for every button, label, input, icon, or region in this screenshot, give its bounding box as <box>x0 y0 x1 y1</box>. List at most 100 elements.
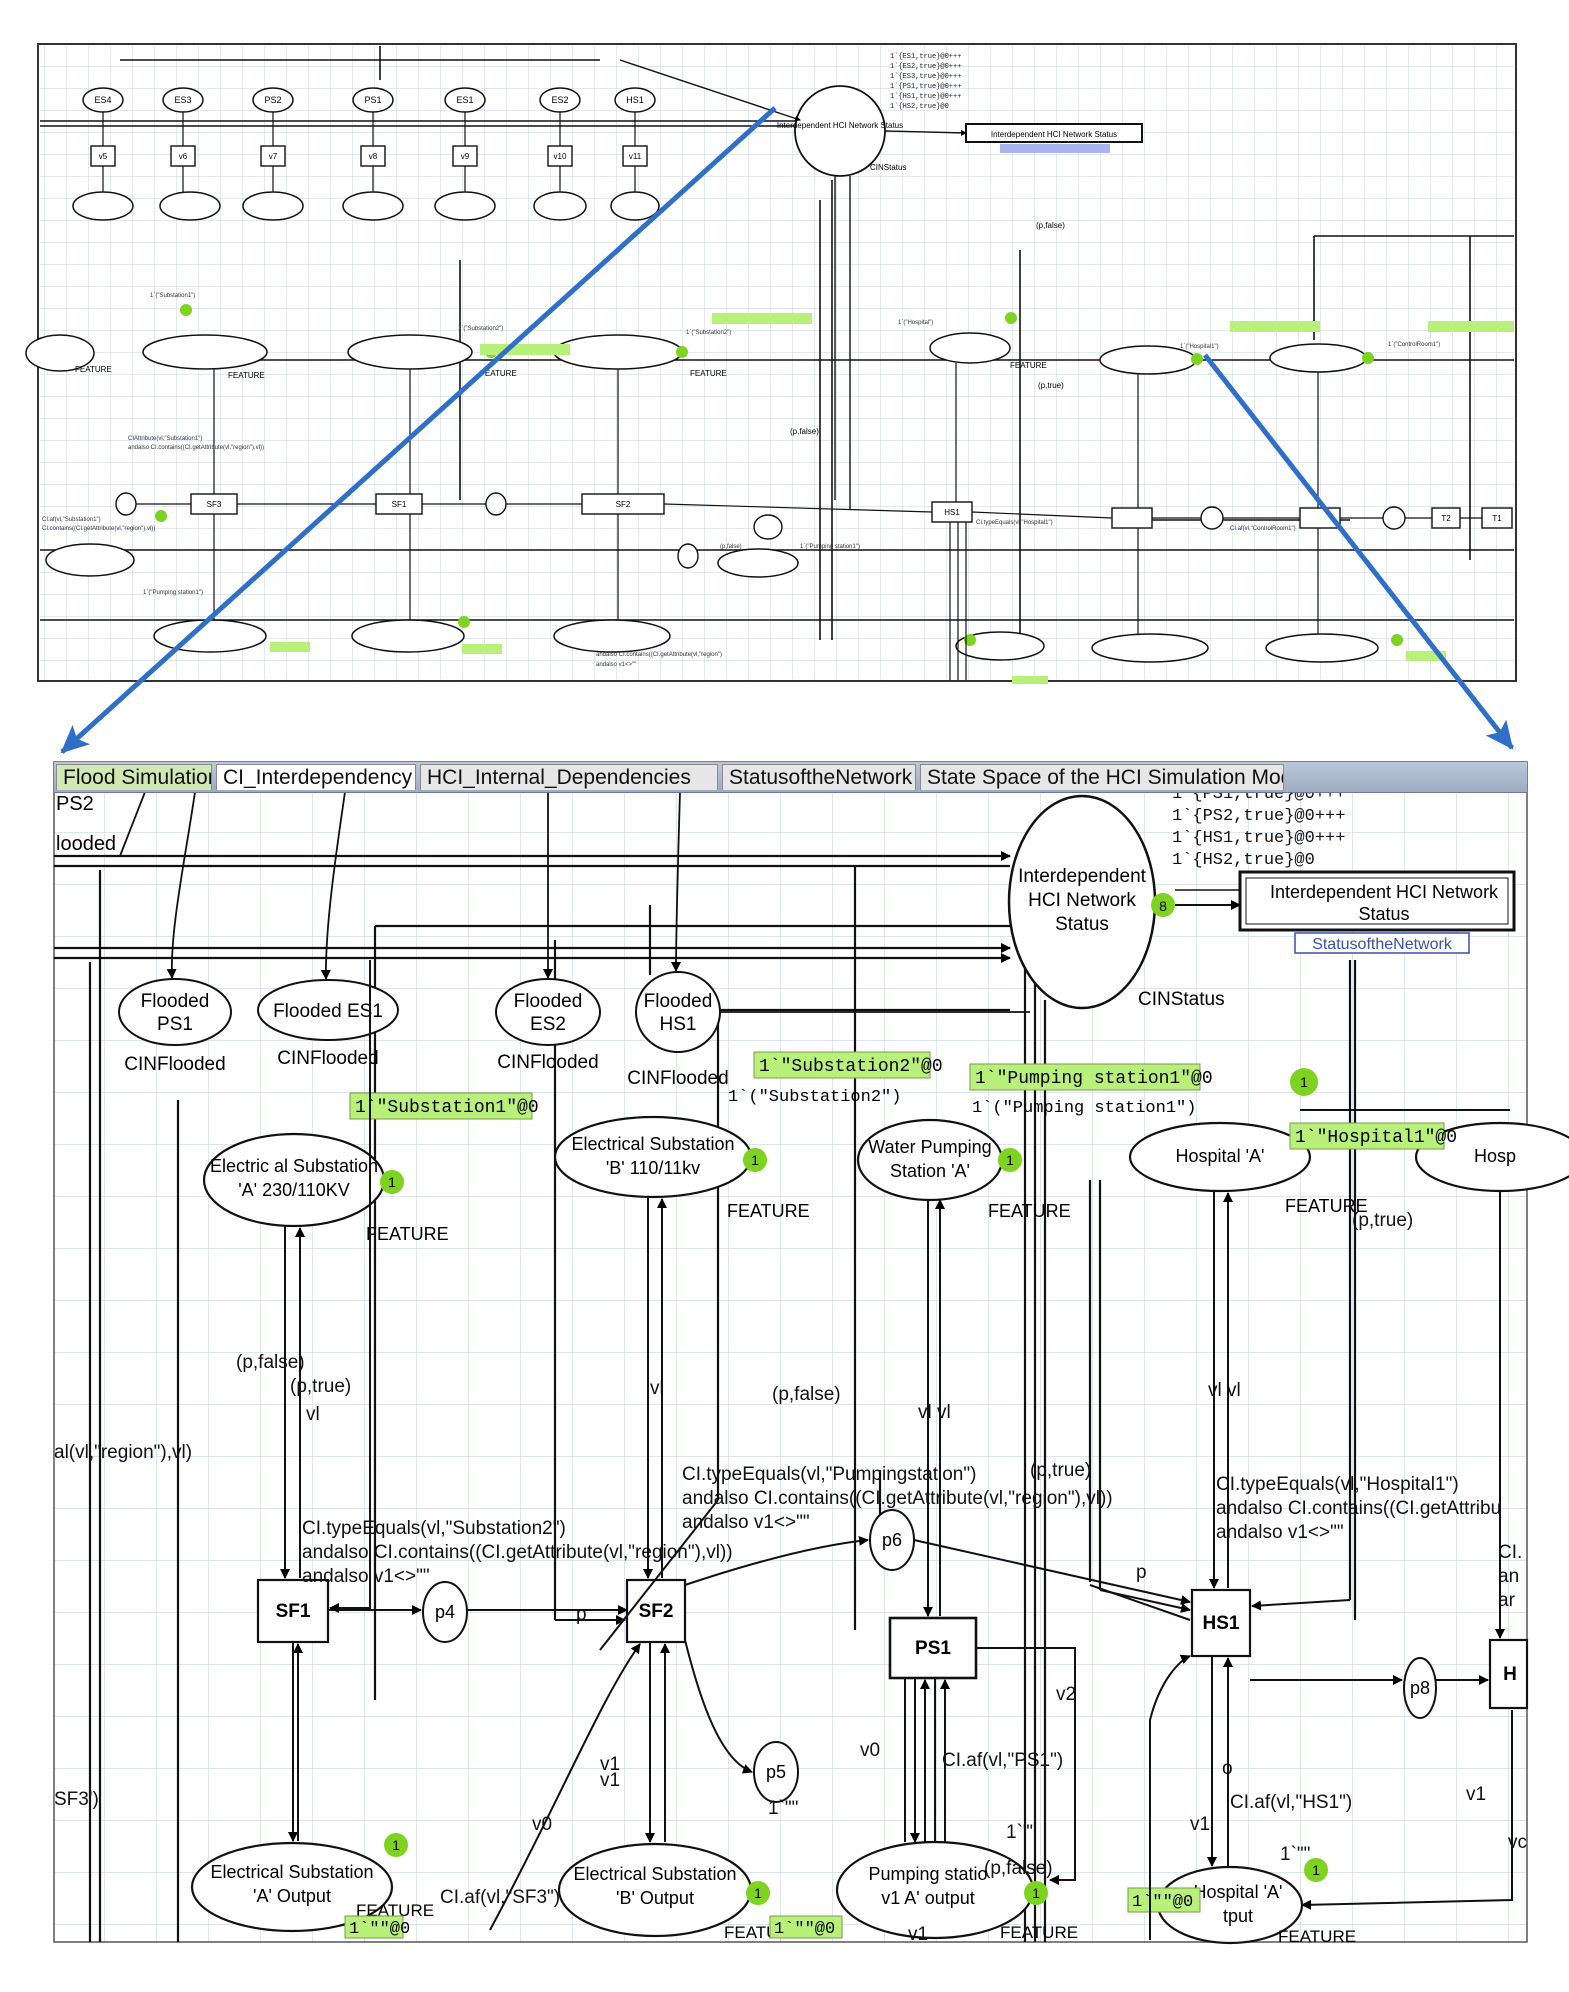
svg-text:CI.af(vl,"HS1"): CI.af(vl,"HS1") <box>1230 1792 1352 1813</box>
svg-text:FEATURE: FEATURE <box>1278 1927 1356 1946</box>
svg-text:1`{PS1,true}@0+++: 1`{PS1,true}@0+++ <box>890 83 961 91</box>
svg-text:FEATURE: FEATURE <box>690 369 727 378</box>
place-p4[interactable] <box>422 1581 468 1643</box>
svg-text:(p,true): (p,true) <box>1352 1210 1413 1231</box>
overview-transition-label: v8 <box>369 152 378 161</box>
svg-text:Electrical Substation: Electrical Substation <box>571 1134 734 1154</box>
svg-text:CI.typeEquals(vl,"Pumpingstati: CI.typeEquals(vl,"Pumpingstation") <box>682 1464 976 1485</box>
ci-places: Electric al Substation 'A' 230/110KV Ele… <box>202 1051 1569 1244</box>
svg-text:1`("Pumping station1"): 1`("Pumping station1") <box>972 1099 1196 1118</box>
svg-text:FEATU: FEATU <box>724 1923 778 1942</box>
svg-text:H: H <box>1503 1664 1517 1685</box>
svg-text:'B' Output: 'B' Output <box>616 1888 694 1908</box>
svg-text:(p,true): (p,true) <box>290 1376 351 1397</box>
overview-transition-label: v5 <box>99 152 108 161</box>
svg-text:p8: p8 <box>1410 1678 1430 1698</box>
transition-sf1[interactable] <box>256 1578 330 1644</box>
svg-text:1`{ES2,true}@0+++: 1`{ES2,true}@0+++ <box>890 63 961 71</box>
transition-right[interactable] <box>1488 1638 1529 1710</box>
svg-text:CIAttribute(vl,"Substation1"): CIAttribute(vl,"Substation1") <box>128 436 202 442</box>
hospital-a-place[interactable] <box>1128 1121 1312 1193</box>
overview-status-place: Interdependent HCI Network Status CINSta… <box>619 53 1143 510</box>
svg-text:v1: v1 <box>1190 1814 1210 1835</box>
svg-text:HS1: HS1 <box>1203 1613 1240 1634</box>
overview-place-label: ES4 <box>94 95 111 105</box>
svg-text:FEATURE: FEATURE <box>1000 1923 1078 1942</box>
svg-text:1`"Substation1"@0: 1`"Substation1"@0 <box>355 1098 539 1118</box>
place-p8[interactable] <box>1403 1657 1437 1719</box>
overview-transition-label: v10 <box>554 152 567 161</box>
svg-text:CI.typeEquals(vl,"Hospital1"): CI.typeEquals(vl,"Hospital1") <box>1216 1474 1459 1495</box>
svg-text:andalso v1<>"": andalso v1<>"" <box>682 1512 810 1533</box>
svg-text:1`"": 1`"" <box>1280 1844 1310 1865</box>
svg-text:vl: vl <box>306 1404 320 1425</box>
svg-text:Interdependent: Interdependent <box>1018 866 1147 887</box>
svg-text:CI.typeEquals(vl,"Substation2": CI.typeEquals(vl,"Substation2") <box>302 1518 566 1539</box>
svg-text:Hospital 'A': Hospital 'A' <box>1176 1146 1265 1166</box>
svg-text:CINStatus: CINStatus <box>870 163 906 172</box>
svg-text:1`{HS2,true}@0: 1`{HS2,true}@0 <box>1172 851 1315 870</box>
svg-text:andalso v1<>"": andalso v1<>"" <box>302 1566 430 1587</box>
svg-text:SF2: SF2 <box>616 500 631 509</box>
svg-text:1`"": 1`"" <box>1006 1822 1036 1843</box>
flooded-es1-place[interactable] <box>257 979 399 1041</box>
token-count: 1 <box>388 1174 396 1190</box>
water-pumping-station-place[interactable] <box>856 1118 1004 1202</box>
svg-text:Status: Status <box>1358 904 1409 924</box>
overview-transition-label: v6 <box>179 152 188 161</box>
status-box[interactable]: Interdependent HCI Network Status Status… <box>1175 870 1516 954</box>
svg-text:Flooded: Flooded <box>514 991 583 1012</box>
svg-text:1`("Pumping station1"): 1`("Pumping station1") <box>143 590 203 596</box>
svg-text:andalso CI.contains((CI.getAtt: andalso CI.contains((CI.getAttribute(vl,… <box>128 445 264 451</box>
svg-text:al(vl,"region"),vl): al(vl,"region"),vl) <box>54 1442 192 1463</box>
token-count: 1 <box>754 1885 762 1901</box>
svg-text:Interdependent HCI Network: Interdependent HCI Network <box>1270 882 1499 902</box>
svg-text:1`{PS2,true}@0+++: 1`{PS2,true}@0+++ <box>1172 807 1345 826</box>
tab-status-of-the-network[interactable]: StatusoftheNetwork <box>722 764 916 790</box>
svg-text:p6: p6 <box>882 1530 902 1550</box>
tab-flood-simulation[interactable]: Flood Simulation <box>56 764 212 790</box>
svg-text:Interdependent HCI Network Sta: Interdependent HCI Network Status <box>991 130 1117 139</box>
fusion-tag: StatusoftheNetwork <box>1312 936 1453 953</box>
flooded-ps1-place[interactable] <box>118 978 232 1046</box>
svg-text:1`"Pumping station1"@0: 1`"Pumping station1"@0 <box>975 1069 1213 1089</box>
transitions: SF1 SF2 PS1 HS1 H <box>256 1578 1529 1710</box>
svg-text:Water Pumping: Water Pumping <box>868 1137 991 1157</box>
svg-text:andalso CI.contains((CI.getAtt: andalso CI.contains((CI.getAttribute(vl,… <box>682 1488 1113 1509</box>
svg-text:Hosp: Hosp <box>1474 1146 1516 1166</box>
svg-text:an: an <box>1498 1566 1519 1587</box>
token-count: 1 <box>751 1152 759 1168</box>
tab-hci-internal-dependencies[interactable]: HCI_Internal_Dependencies <box>420 764 718 790</box>
overview-place-label: ES2 <box>551 95 568 105</box>
svg-text:CINFlooded: CINFlooded <box>497 1052 598 1073</box>
svg-text:CI.contains((CI.getAttribute(v: CI.contains((CI.getAttribute(vl,"region"… <box>42 526 155 532</box>
overview-ci-places: FEATURE FEATURE FEATURE FEATURE FEATURE … <box>25 221 1514 684</box>
svg-text:p: p <box>1136 1562 1147 1583</box>
transition-ps1[interactable] <box>888 1616 978 1680</box>
svg-text:p: p <box>576 1604 587 1625</box>
svg-text:1`""@0: 1`""@0 <box>349 1920 410 1939</box>
svg-text:vl vl: vl vl <box>1208 1380 1241 1401</box>
overview-transition-label: v11 <box>629 152 642 161</box>
flooded-hs1-place[interactable] <box>635 971 721 1053</box>
svg-text:CI.typeEquals(vl,"Hospital1"): CI.typeEquals(vl,"Hospital1") <box>976 520 1053 526</box>
substation-a-output-place[interactable] <box>190 1841 394 1933</box>
tab-state-space[interactable]: State Space of the HCI Simulation Model <box>920 764 1284 790</box>
transition-hs1[interactable] <box>1190 1588 1252 1658</box>
svg-text:PS1: PS1 <box>157 1014 193 1035</box>
flooded-es2-place[interactable] <box>495 978 601 1046</box>
tab-ci-interdependency[interactable]: CI_Interdependency <box>216 764 416 790</box>
svg-text:1`{HS2,true}@0: 1`{HS2,true}@0 <box>890 103 949 111</box>
svg-text:PS1: PS1 <box>915 1638 951 1659</box>
svg-text:SF3'): SF3') <box>54 1789 99 1810</box>
token-count: 1 <box>1312 1862 1320 1878</box>
svg-text:CINFlooded: CINFlooded <box>277 1048 378 1069</box>
svg-text:looded: looded <box>56 833 116 855</box>
small-places: p4 p5 p6 p8 <box>422 1509 1437 1803</box>
svg-text:o: o <box>1222 1758 1233 1779</box>
electrical-substation-b-place[interactable] <box>553 1115 753 1199</box>
arcs <box>280 960 1513 1940</box>
place-p5[interactable] <box>753 1741 799 1803</box>
svg-text:Electric al Substation: Electric al Substation <box>210 1156 378 1176</box>
svg-text:Pumping statio: Pumping statio <box>868 1864 987 1884</box>
